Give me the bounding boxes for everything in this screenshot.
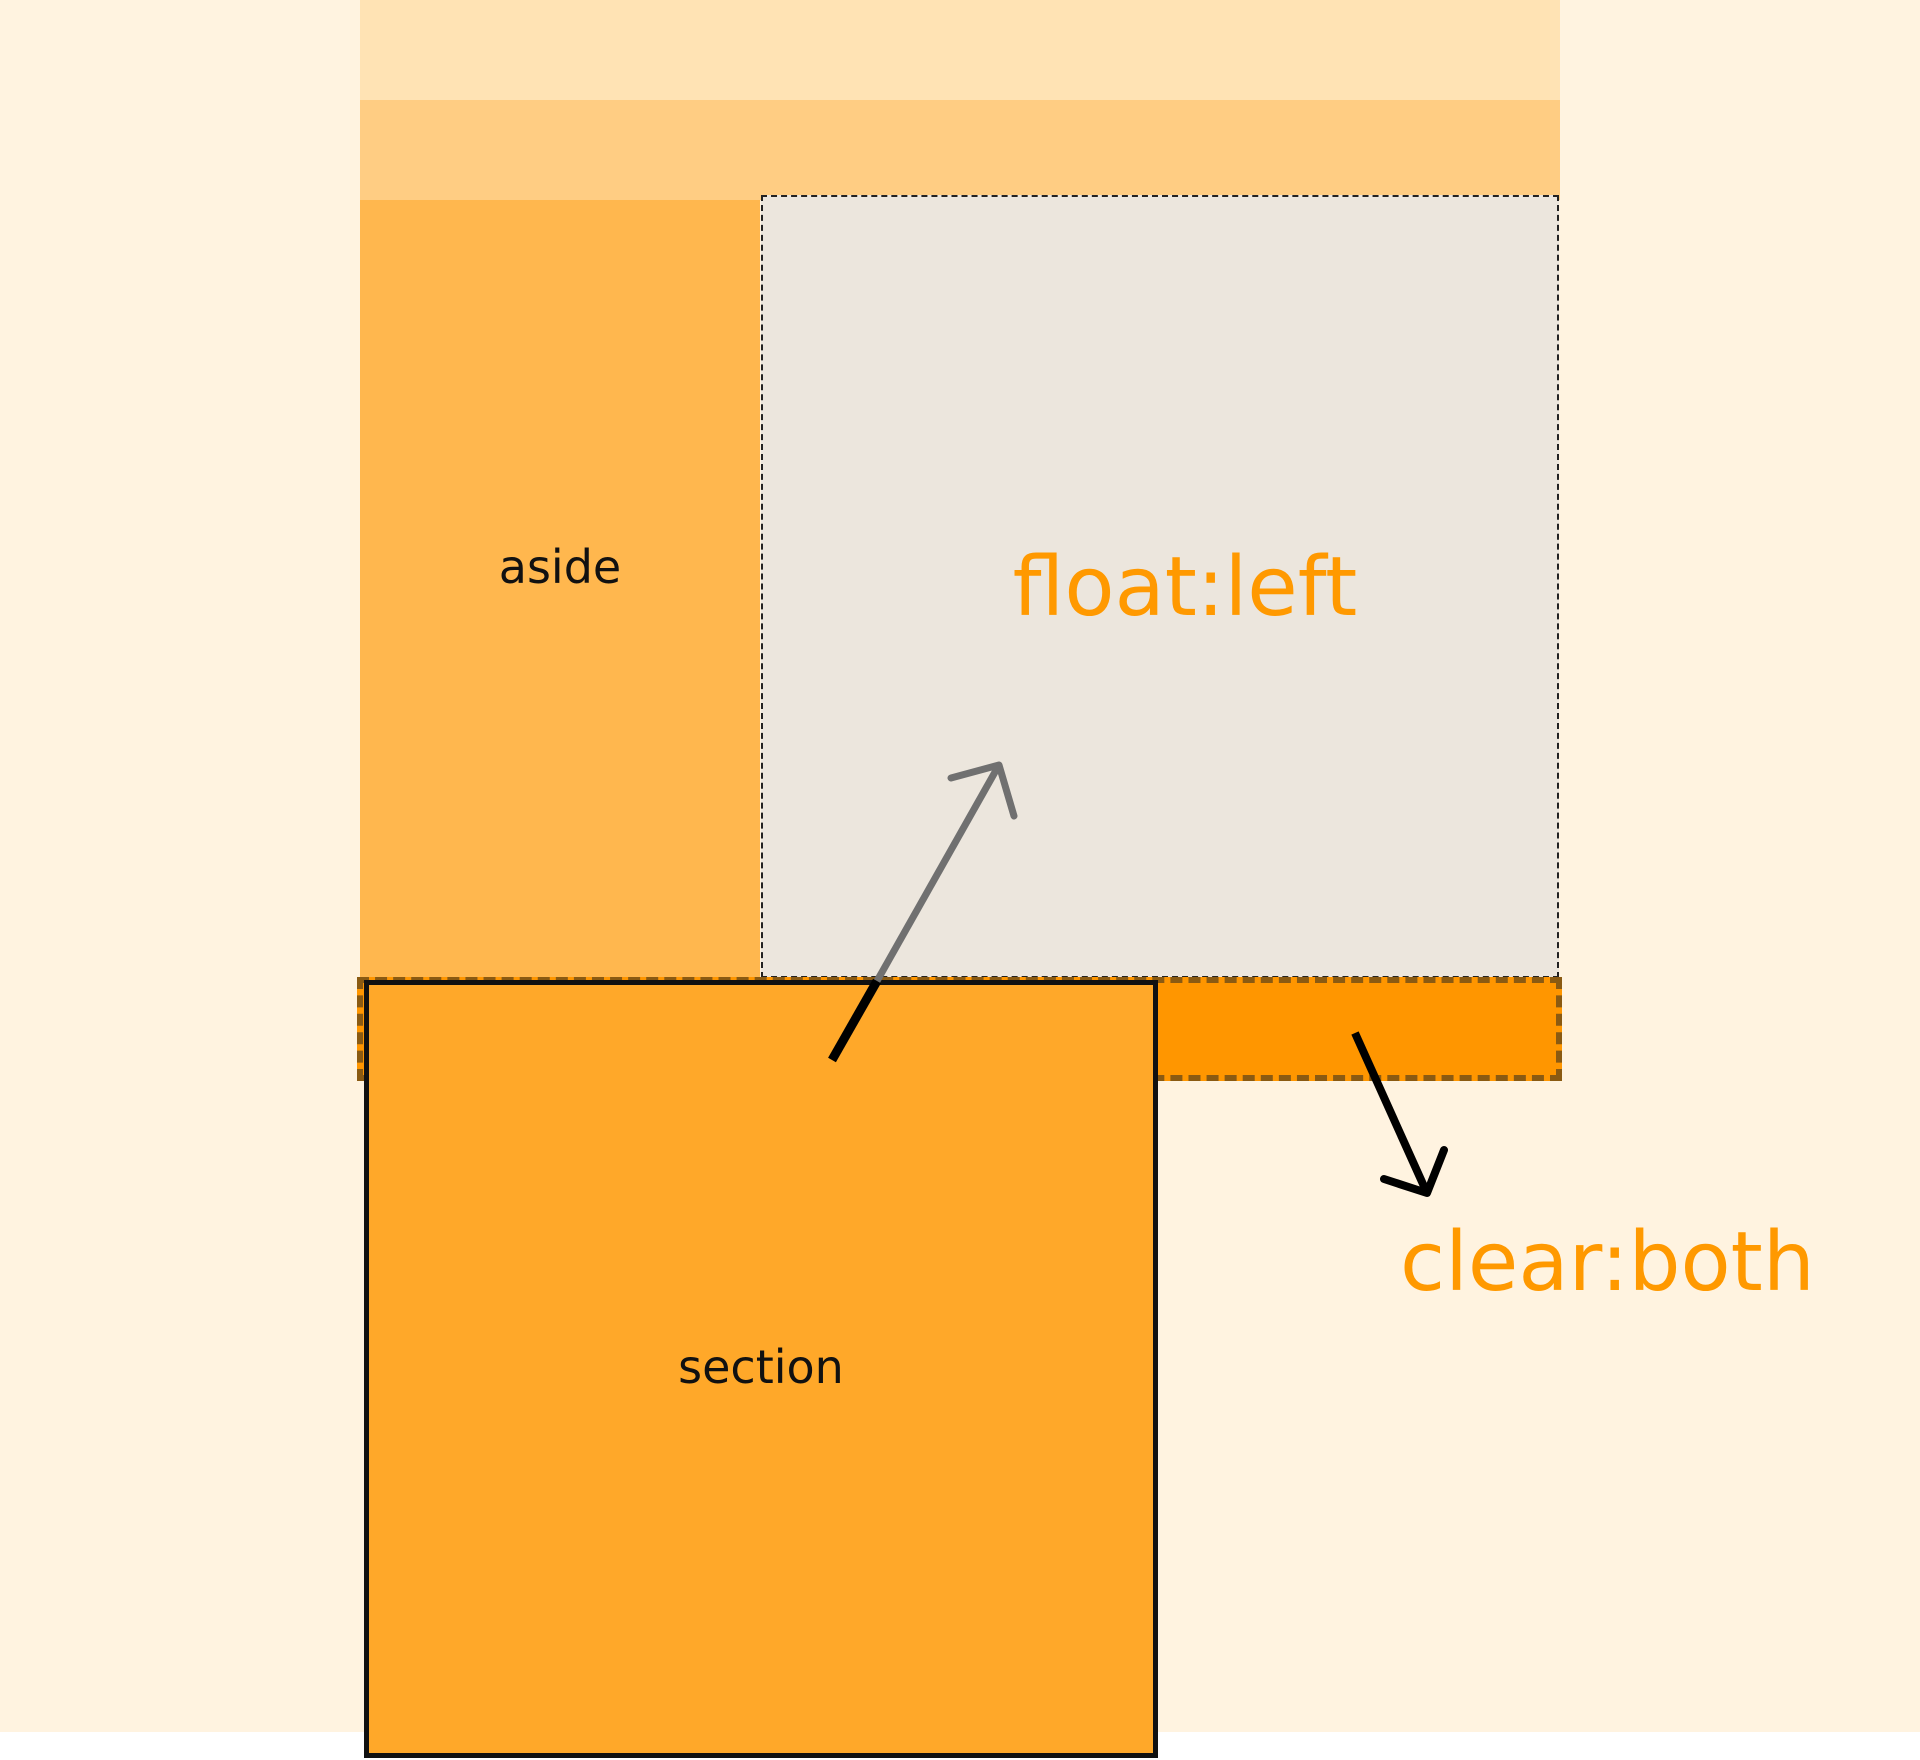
second-band xyxy=(360,100,1560,200)
section-block xyxy=(364,980,1158,1758)
clear-arrow-shaft xyxy=(1351,1031,1431,1195)
float-left-label: float:left xyxy=(1012,540,1358,635)
clear-both-label: clear:both xyxy=(1400,1215,1815,1310)
float-arrow-head xyxy=(947,761,1018,820)
float-arrow-upper xyxy=(873,763,1003,983)
float-arrow-lower xyxy=(828,978,881,1063)
section-label: section xyxy=(678,1340,844,1394)
aside-label: aside xyxy=(498,540,622,594)
top-band xyxy=(360,0,1560,100)
clear-arrow-head xyxy=(1380,1146,1448,1197)
aside-block xyxy=(360,200,760,982)
float-left-box xyxy=(761,195,1559,978)
